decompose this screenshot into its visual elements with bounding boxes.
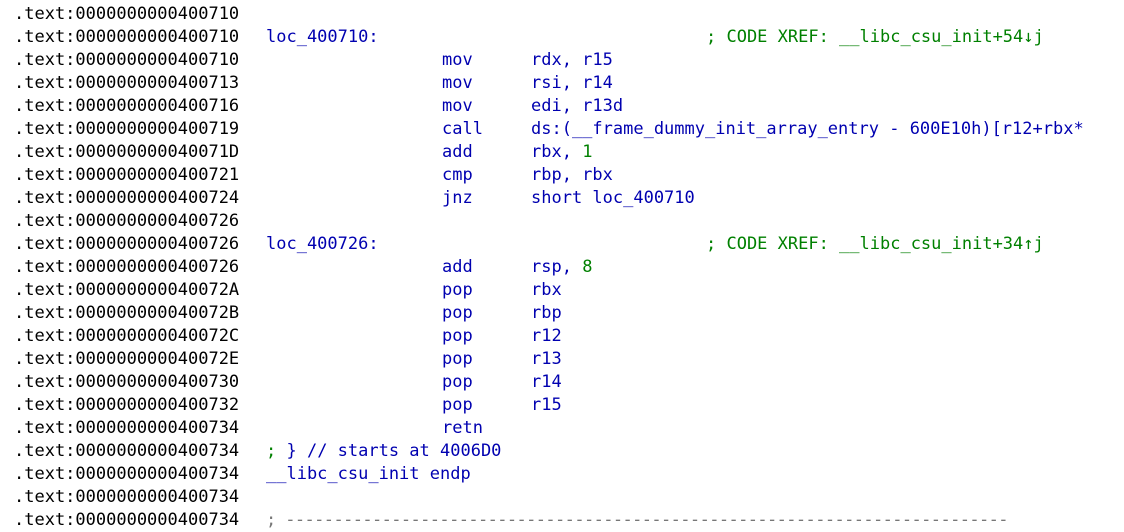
instruction-operands[interactable]: rsi, r14 xyxy=(531,72,613,95)
instruction-operands[interactable]: rbx, 1 xyxy=(531,141,592,164)
instruction-operands[interactable]: r12 xyxy=(531,325,562,348)
instruction-mnemonic[interactable]: pop xyxy=(442,349,473,369)
operand-text[interactable]: short loc_400710 xyxy=(531,188,695,208)
instruction-mnemonic[interactable]: pop xyxy=(442,303,473,323)
operand-text[interactable]: r13 xyxy=(531,349,562,369)
line-address[interactable]: .text:000000000040071D xyxy=(14,142,240,162)
instruction-operands[interactable]: short loc_400710 xyxy=(531,187,695,210)
line-address[interactable]: .text:0000000000400734 xyxy=(14,510,240,530)
line-address[interactable]: .text:0000000000400721 xyxy=(14,165,240,185)
operand-text[interactable]: r14 xyxy=(531,372,562,392)
instruction-mnemonic[interactable]: pop xyxy=(442,395,473,415)
instruction-operands[interactable]: edi, r13d xyxy=(531,95,623,118)
operand-immediate[interactable]: 8 xyxy=(582,257,593,277)
line-address[interactable]: .text:000000000040072A xyxy=(14,280,240,300)
instruction-mnemonic[interactable]: pop xyxy=(442,280,473,300)
line-address[interactable]: .text:0000000000400710 xyxy=(14,4,240,24)
line-address[interactable]: .text:0000000000400719 xyxy=(14,119,240,139)
line-address[interactable]: .text:000000000040072E xyxy=(14,349,240,369)
instruction-operands[interactable]: rbp, rbx xyxy=(531,164,613,187)
operand-text[interactable]: rbx xyxy=(531,280,562,300)
line-address[interactable]: .text:0000000000400726 xyxy=(14,211,240,231)
line-address[interactable]: .text:0000000000400716 xyxy=(14,96,240,116)
comment-marker: ; xyxy=(266,441,287,461)
instruction-mnemonic[interactable]: jnz xyxy=(442,188,473,208)
code-xref-comment[interactable]: ; CODE XREF: __libc_csu_init+34↑j xyxy=(706,234,1044,254)
instruction-mnemonic[interactable]: mov xyxy=(442,73,473,93)
operand-text[interactable]: r15 xyxy=(531,395,562,415)
line-address[interactable]: .text:0000000000400726 xyxy=(14,234,240,254)
separator-line: ; --------------------------------------… xyxy=(266,510,1008,530)
line-address[interactable]: .text:0000000000400734 xyxy=(14,418,240,438)
line-address[interactable]: .text:0000000000400730 xyxy=(14,372,240,392)
operand-text[interactable]: rbp xyxy=(531,303,562,323)
line-address[interactable]: .text:0000000000400726 xyxy=(14,257,240,277)
operand-text[interactable]: ds:(__frame_dummy_init_array_entry - 600… xyxy=(531,119,1084,139)
instruction-operands[interactable]: r13 xyxy=(531,348,562,371)
code-label[interactable]: __libc_csu_init endp xyxy=(266,464,471,484)
line-address[interactable]: .text:0000000000400724 xyxy=(14,188,240,208)
instruction-mnemonic[interactable]: mov xyxy=(442,96,473,116)
line-address[interactable]: .text:0000000000400732 xyxy=(14,395,240,415)
operand-text[interactable]: r12 xyxy=(531,326,562,346)
instruction-mnemonic[interactable]: retn xyxy=(442,418,483,438)
instruction-operands[interactable]: r14 xyxy=(531,371,562,394)
instruction-mnemonic[interactable]: cmp xyxy=(442,165,473,185)
instruction-mnemonic[interactable]: call xyxy=(442,119,483,139)
function-end-comment: ; } // starts at 4006D0 xyxy=(266,440,501,463)
instruction-mnemonic[interactable]: pop xyxy=(442,326,473,346)
comment-text: } // starts at 4006D0 xyxy=(286,441,502,461)
instruction-operands[interactable]: rsp, 8 xyxy=(531,256,592,279)
operand-immediate[interactable]: 1 xyxy=(582,142,593,162)
operand-text[interactable]: edi, r13d xyxy=(531,96,624,116)
line-address[interactable]: .text:0000000000400710 xyxy=(14,50,240,70)
line-address[interactable]: .text:000000000040072B xyxy=(14,303,240,323)
line-address[interactable]: .text:0000000000400734 xyxy=(14,464,240,484)
line-address[interactable]: .text:0000000000400710 xyxy=(14,27,240,47)
code-label[interactable]: loc_400710: xyxy=(266,27,379,47)
code-xref-comment[interactable]: ; CODE XREF: __libc_csu_init+54↓j xyxy=(706,27,1044,47)
operand-text[interactable]: rdx, r15 xyxy=(531,50,613,70)
line-address[interactable]: .text:0000000000400734 xyxy=(14,487,240,507)
instruction-operands[interactable]: rdx, r15 xyxy=(531,49,613,72)
instruction-operands[interactable]: rbx xyxy=(531,279,562,302)
instruction-operands[interactable]: ds:(__frame_dummy_init_array_entry - 600… xyxy=(531,118,1084,141)
instruction-operands[interactable]: r15 xyxy=(531,394,562,417)
line-address[interactable]: .text:0000000000400734 xyxy=(14,441,240,461)
line-address[interactable]: .text:000000000040072C xyxy=(14,326,240,346)
operand-text[interactable]: rsp, xyxy=(531,257,583,277)
code-label[interactable]: loc_400726: xyxy=(266,234,379,254)
line-address[interactable]: .text:0000000000400713 xyxy=(14,73,240,93)
instruction-mnemonic[interactable]: pop xyxy=(442,372,473,392)
instruction-operands[interactable]: rbp xyxy=(531,302,562,325)
instruction-mnemonic[interactable]: mov xyxy=(442,50,473,70)
instruction-mnemonic[interactable]: add xyxy=(442,257,473,277)
instruction-mnemonic[interactable]: add xyxy=(442,142,473,162)
operand-text[interactable]: rbp, rbx xyxy=(531,165,613,185)
operand-text[interactable]: rbx, xyxy=(531,142,583,162)
operand-text[interactable]: rsi, r14 xyxy=(531,73,613,93)
